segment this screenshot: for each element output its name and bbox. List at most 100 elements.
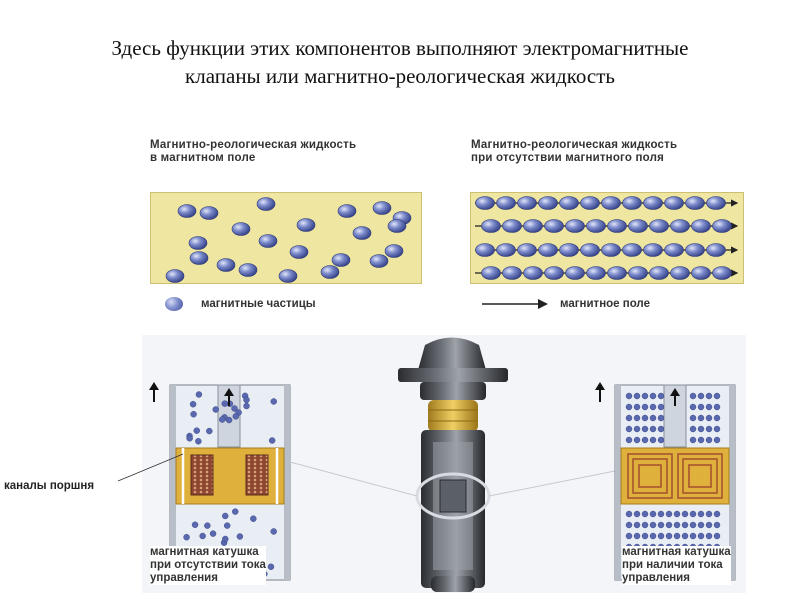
particle xyxy=(195,438,202,445)
particle xyxy=(232,508,239,515)
particle xyxy=(705,532,713,540)
particle xyxy=(657,521,665,529)
particle xyxy=(697,403,705,411)
pointer-line xyxy=(117,453,184,482)
particle xyxy=(641,436,649,444)
particle xyxy=(689,436,697,444)
particle xyxy=(633,414,641,422)
particle xyxy=(199,532,206,540)
particle xyxy=(713,403,721,411)
particle xyxy=(625,425,633,433)
particle xyxy=(250,515,257,522)
particle xyxy=(232,413,239,420)
title-line-2: клапаны или магнитно-реологическая жидко… xyxy=(185,64,615,88)
particle xyxy=(538,196,558,210)
particle xyxy=(258,234,278,248)
particle xyxy=(625,436,633,444)
particle xyxy=(713,436,721,444)
particle xyxy=(670,266,690,280)
particle xyxy=(189,251,209,265)
coil-off-line-2: при отсутствии тока xyxy=(150,559,266,571)
particle xyxy=(665,510,673,518)
particle xyxy=(625,392,633,400)
left-caption-line-2: в магнитном поле xyxy=(150,152,256,164)
particle xyxy=(372,201,392,215)
particle xyxy=(681,510,689,518)
particle xyxy=(289,245,309,259)
particle xyxy=(607,266,627,280)
coil-on-line-3: управления xyxy=(622,572,690,584)
particle xyxy=(190,411,197,418)
particle xyxy=(523,219,543,233)
particle xyxy=(243,402,250,410)
particle xyxy=(580,196,600,210)
particle xyxy=(657,532,665,540)
particle xyxy=(705,510,713,518)
particle xyxy=(633,521,641,529)
particle xyxy=(705,392,713,400)
particle xyxy=(712,266,732,280)
particle xyxy=(697,510,705,518)
particle xyxy=(689,392,697,400)
particle xyxy=(705,403,713,411)
particle xyxy=(387,219,407,233)
particle xyxy=(475,196,495,210)
particle xyxy=(641,425,649,433)
particle xyxy=(270,528,277,535)
field-lines xyxy=(475,199,739,277)
particle xyxy=(641,510,649,518)
particle xyxy=(625,510,633,518)
particle xyxy=(697,532,705,540)
particle xyxy=(165,269,185,283)
particle xyxy=(622,243,642,257)
coil-off-line-1: магнитная катушка xyxy=(150,546,259,558)
particle xyxy=(565,266,585,280)
particle-legend-swatch xyxy=(165,297,183,311)
particle xyxy=(641,532,649,540)
particle xyxy=(697,392,705,400)
particle xyxy=(633,425,641,433)
particle xyxy=(177,204,197,218)
arrow-up-icon xyxy=(224,388,234,396)
coil-field-loop xyxy=(682,458,718,494)
particle xyxy=(633,510,641,518)
bump-stop xyxy=(428,400,478,432)
particle xyxy=(221,400,228,407)
callout-line-left xyxy=(289,461,418,497)
particle xyxy=(641,403,649,411)
particle xyxy=(256,197,276,211)
right-caption-line-1: Магнитно-реологическая жидкость xyxy=(471,139,678,151)
particle xyxy=(649,392,657,400)
cylinder-wall-left xyxy=(615,385,621,580)
piston xyxy=(620,447,730,505)
particle xyxy=(517,196,537,210)
particle xyxy=(625,403,633,411)
particle xyxy=(625,414,633,422)
shock-upper-seat xyxy=(398,368,508,382)
particle xyxy=(706,196,726,210)
particle xyxy=(219,416,226,423)
fluid-panel-aligned xyxy=(470,192,744,284)
arrow-up-icon xyxy=(149,382,159,390)
particle xyxy=(713,414,721,422)
particle xyxy=(633,532,641,540)
particle xyxy=(691,219,711,233)
particle xyxy=(601,243,621,257)
particle xyxy=(502,266,522,280)
right-caption-line-2: при отсутствии магнитного поля xyxy=(471,152,665,164)
particle xyxy=(705,521,713,529)
particle xyxy=(649,521,657,529)
particle xyxy=(199,206,219,220)
particle xyxy=(222,535,229,543)
particle xyxy=(643,243,663,257)
particle xyxy=(559,243,579,257)
particle xyxy=(538,243,558,257)
piston-channels-label: каналы поршня xyxy=(4,480,95,492)
particle xyxy=(628,266,648,280)
particle xyxy=(713,392,721,400)
particle xyxy=(633,436,641,444)
particle xyxy=(278,269,298,283)
coil-field-loop xyxy=(688,464,712,488)
particle xyxy=(481,266,501,280)
shock-upper-seat-body xyxy=(420,382,486,400)
